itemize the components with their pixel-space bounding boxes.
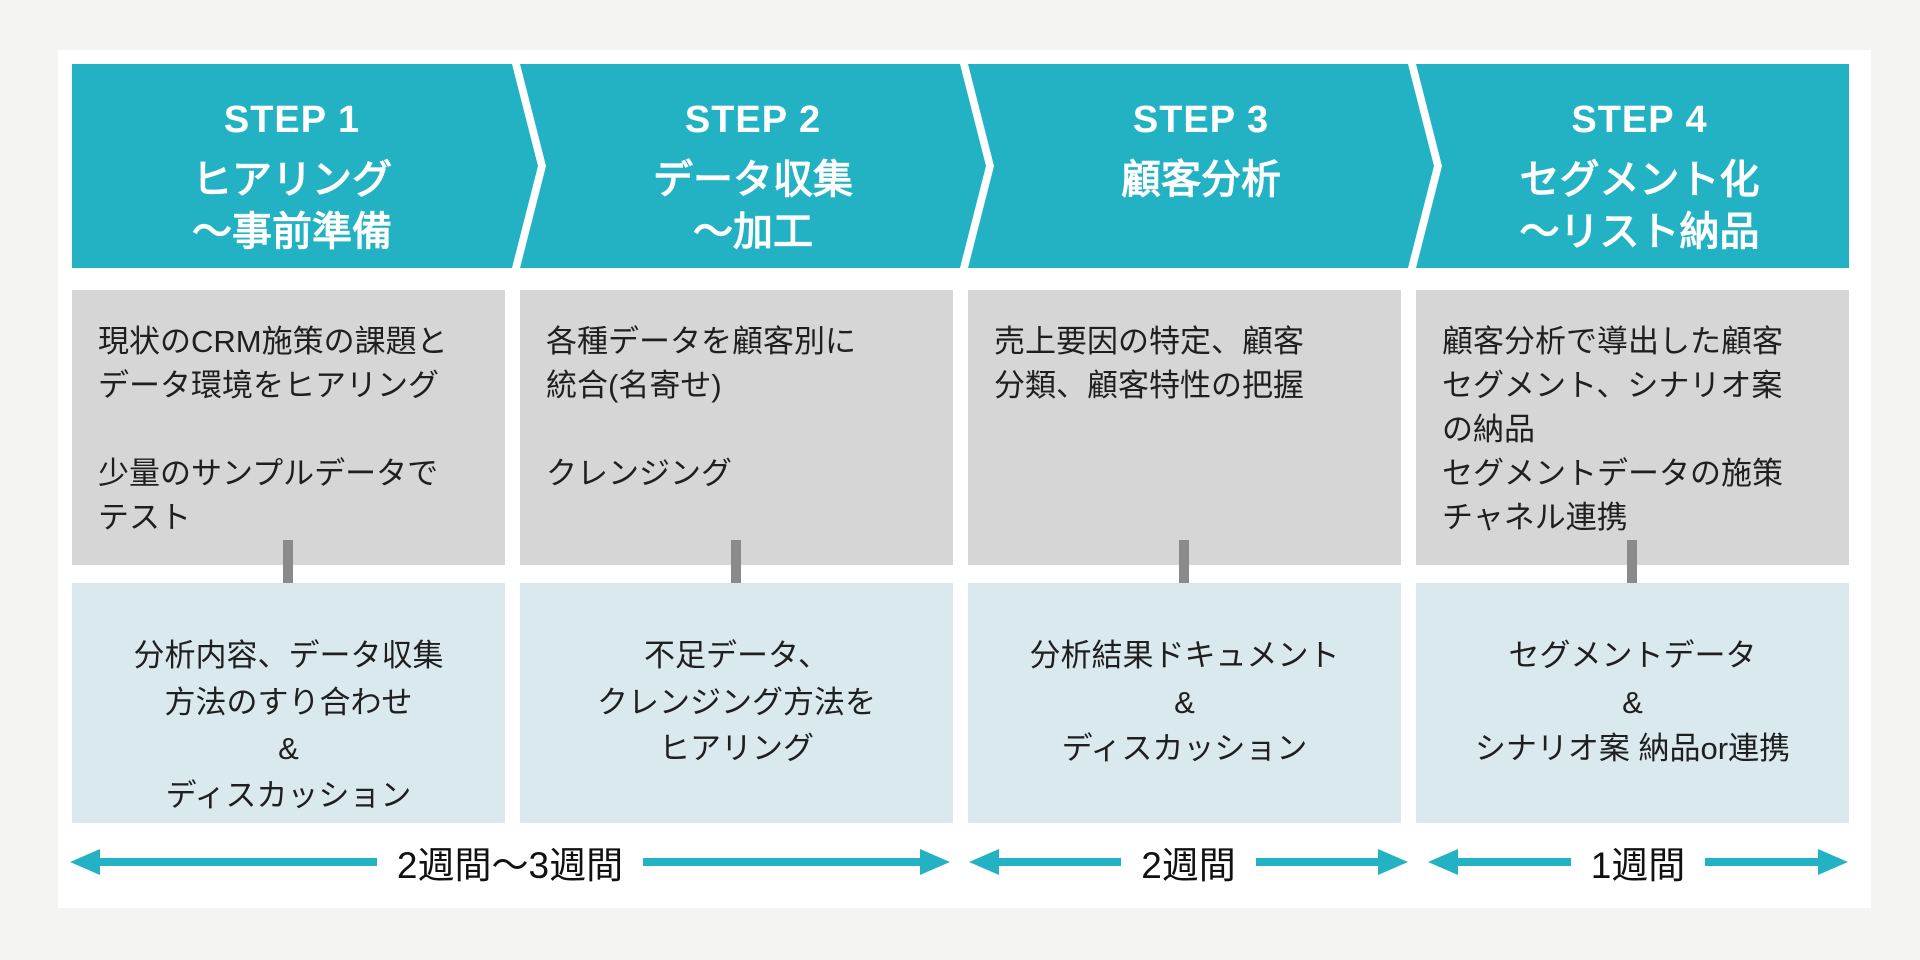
step-4-header: STEP 4 セグメント化 〜リスト納品 bbox=[1416, 64, 1849, 268]
timeline-arrow-step-3: 2週間 bbox=[969, 836, 1409, 888]
step-3-header: STEP 3 顧客分析 bbox=[968, 64, 1434, 268]
step-3-title: 顧客分析 bbox=[1121, 158, 1281, 202]
timeline-label: 1週間 bbox=[1590, 845, 1686, 886]
step-1-description-box: 現状のCRM施策の課題と データ環境をヒアリング 少量のサンプルデータで テスト bbox=[72, 290, 505, 565]
step-3-deliverable-box: 分析結果ドキュメント & ディスカッション bbox=[968, 583, 1401, 823]
timeline-line bbox=[1458, 858, 1571, 866]
step-4-title: セグメント化 〜リスト納品 bbox=[1519, 158, 1760, 254]
timeline-line bbox=[1255, 858, 1379, 866]
step-3-description-box: 売上要因の特定、顧客 分類、顧客特性の把握 bbox=[968, 290, 1401, 565]
step-2-title: データ収集 〜加工 bbox=[653, 158, 853, 254]
step-4-description-box: 顧客分析で導出した顧客 セグメント、シナリオ案 の納品 セグメントデータの施策 … bbox=[1416, 290, 1849, 565]
timeline-arrow-step-4: 1週間 bbox=[1428, 836, 1849, 888]
step-3-label: STEP 3 bbox=[1132, 99, 1270, 141]
timeline-line bbox=[999, 858, 1122, 866]
arrowhead-right-icon bbox=[1378, 849, 1409, 875]
step-1-label: STEP 1 bbox=[223, 99, 361, 141]
timeline-line bbox=[643, 858, 920, 866]
step-1-title: ヒアリング 〜事前準備 bbox=[192, 158, 392, 254]
timeline-line bbox=[1705, 858, 1819, 866]
arrowhead-right-icon bbox=[1818, 849, 1849, 875]
step-2-header: STEP 2 データ収集 〜加工 bbox=[520, 64, 986, 268]
arrowhead-left-icon bbox=[70, 849, 100, 875]
step-1-header: STEP 1 ヒアリング 〜事前準備 bbox=[72, 64, 538, 268]
timeline-arrow-steps-1-2: 2週間〜3週間 bbox=[70, 836, 950, 888]
arrowhead-left-icon bbox=[969, 849, 999, 875]
timeline-label: 2週間〜3週間 bbox=[396, 845, 624, 886]
step-4-label: STEP 4 bbox=[1571, 99, 1708, 141]
step-4-deliverable-box: セグメントデータ & シナリオ案 納品or連携 bbox=[1416, 583, 1849, 823]
timeline-line bbox=[100, 858, 377, 866]
step-2-description-box: 各種データを顧客別に 統合(名寄せ) クレンジング bbox=[520, 290, 953, 565]
arrowhead-left-icon bbox=[1428, 849, 1458, 875]
step-2-label: STEP 2 bbox=[684, 99, 822, 141]
timeline-label: 2週間 bbox=[1141, 845, 1236, 886]
step-1-deliverable-box: 分析内容、データ収集 方法のすり合わせ & ディスカッション bbox=[72, 583, 505, 823]
arrowhead-right-icon bbox=[920, 849, 950, 875]
step-2-deliverable-box: 不足データ、 クレンジング方法を ヒアリング bbox=[520, 583, 953, 823]
